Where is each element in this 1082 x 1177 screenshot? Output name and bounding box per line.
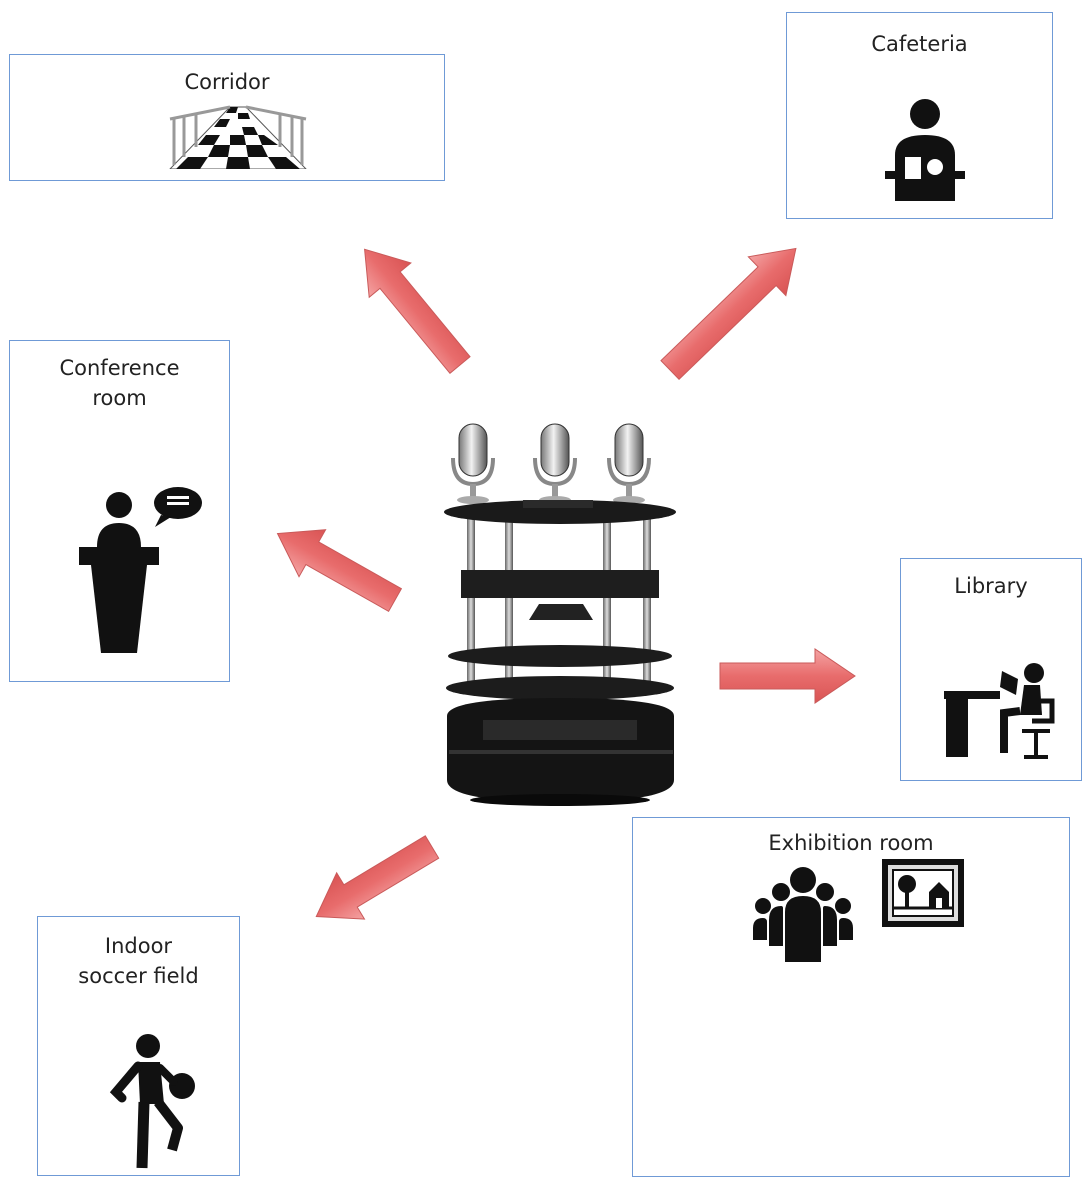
microphone-icon <box>607 423 651 504</box>
conference-room-label-line1: Conference <box>59 356 180 380</box>
indoor-soccer-field-label-line2: soccer field <box>78 964 199 988</box>
arrow-to-conference-room <box>276 529 403 612</box>
indoor-soccer-field-box: Indoor soccer field <box>37 916 240 1176</box>
arrow-to-cafeteria <box>660 247 797 381</box>
corridor-box: Corridor <box>9 54 445 181</box>
conference-room-box: Conference room <box>9 340 230 682</box>
library-label: Library <box>954 574 1028 598</box>
cafeteria-box: Cafeteria <box>786 12 1053 219</box>
framed-picture-icon <box>882 859 964 927</box>
conference-room-label-line2: room <box>92 386 147 410</box>
diner-icon <box>885 99 965 201</box>
arrow-to-corridor <box>364 248 471 374</box>
mobile-robot-with-three-microphones <box>444 423 676 806</box>
arrow-to-library <box>719 648 856 704</box>
corridor-icon <box>169 105 307 169</box>
exhibition-room-label: Exhibition room <box>768 831 934 855</box>
library-box: Library <box>900 558 1082 781</box>
indoor-soccer-field-label-line1: Indoor <box>104 934 173 958</box>
microphone-icon <box>533 423 577 504</box>
reader-at-desk-icon <box>944 663 1055 759</box>
corridor-label: Corridor <box>184 70 270 94</box>
microphone-icon <box>451 423 495 504</box>
cafeteria-label: Cafeteria <box>871 32 968 56</box>
speaker-at-podium-icon <box>79 487 202 653</box>
exhibition-room-box: Exhibition room <box>632 817 1070 1177</box>
arrow-to-indoor-soccer-field <box>315 835 440 920</box>
soccer-player-icon <box>109 1034 195 1169</box>
group-of-people-icon <box>753 867 853 962</box>
